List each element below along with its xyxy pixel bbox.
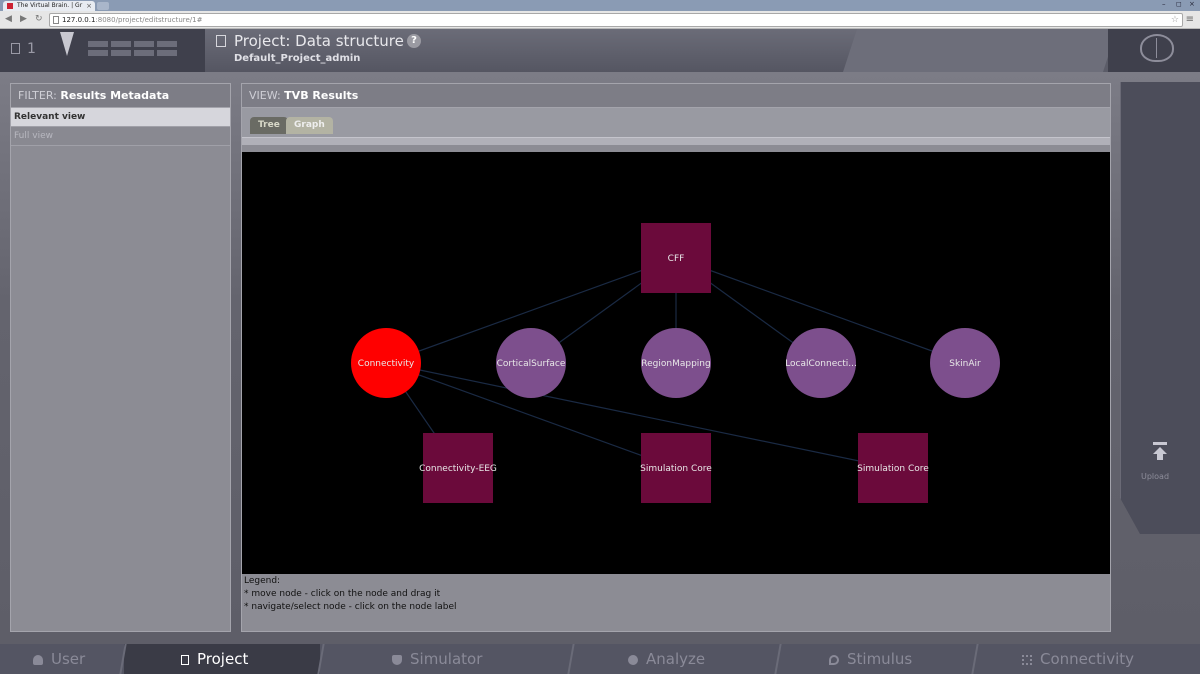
graph-edge [675, 257, 966, 364]
app-header: 1 Project: Data structure ? Default_Proj… [0, 29, 1200, 72]
project-icon [181, 655, 189, 665]
view-header: VIEW: TVB Results [242, 84, 1110, 108]
filter-title: Results Metadata [60, 89, 170, 102]
tab-graph[interactable]: Graph [286, 117, 333, 134]
bottom-nav: User Project Simulator Analyze Stimulus … [0, 644, 1200, 674]
page-icon [53, 16, 59, 24]
user-icon [33, 655, 43, 665]
project-doc-icon [216, 35, 226, 47]
browser-tab[interactable]: The Virtual Brain. | Gr × [3, 1, 95, 11]
back-icon[interactable]: ◀ [5, 14, 12, 24]
graph-node-label[interactable]: RegionMapping [641, 359, 710, 369]
minimize-icon[interactable]: – [1162, 0, 1166, 8]
browser-menu-icon[interactable]: ≡ [1185, 14, 1194, 25]
graph-node[interactable] [930, 328, 1000, 398]
graph-edge [385, 257, 677, 364]
graph-edge [385, 362, 894, 469]
simulator-icon [392, 655, 402, 665]
graph-node-label[interactable]: LocalConnecti... [785, 359, 857, 369]
nav-simulator-label: Simulator [410, 650, 483, 668]
filter-panel: FILTER: Results Metadata Relevant view F… [10, 83, 231, 632]
filter-label: FILTER: [18, 89, 57, 102]
url-path: :8080/project/editstructure/1# [95, 16, 203, 24]
graph-node-label[interactable]: Simulation Core [857, 464, 929, 474]
header-left-block: 1 [0, 29, 205, 72]
reload-icon[interactable]: ↻ [35, 14, 43, 24]
project-count: 1 [27, 41, 36, 57]
legend-line-navigate: * navigate/select node - click on the no… [244, 602, 457, 612]
address-bar[interactable]: 127.0.0.1:8080/project/editstructure/1# … [49, 13, 1183, 27]
graph-node-label[interactable]: CFF [668, 254, 685, 264]
filter-full-view[interactable]: Full view [11, 127, 230, 146]
connectivity-icon [1022, 655, 1032, 665]
graph-node[interactable] [351, 328, 421, 398]
maximize-icon[interactable]: ◻ [1176, 0, 1182, 8]
legend: Legend: * move node - click on the node … [244, 575, 1104, 614]
url-host: 127.0.0.1 [62, 16, 96, 24]
graph-node[interactable] [496, 328, 566, 398]
tab-underline [242, 137, 1110, 145]
nav-stimulus[interactable]: Stimulus [779, 644, 974, 674]
filter-relevant-view[interactable]: Relevant view [11, 108, 230, 127]
nav-simulator[interactable]: Simulator [322, 644, 570, 674]
tab-title: The Virtual Brain. | Gr [17, 2, 83, 9]
filter-header: FILTER: Results Metadata [11, 84, 230, 108]
header-spacer [843, 29, 1117, 72]
graph-node[interactable] [641, 328, 711, 398]
graph-node-label[interactable]: Connectivity-EEG [419, 464, 497, 474]
graph-canvas[interactable]: CFF Connectivity CorticalSurface RegionMapp… [242, 152, 1110, 574]
bookmark-star-icon[interactable]: ☆ [1170, 15, 1179, 25]
graph-node-label[interactable]: Connectivity [358, 359, 415, 369]
nav-project-label: Project [197, 650, 249, 668]
legend-title: Legend: [244, 576, 281, 586]
page-title: Project: Data structure [234, 32, 404, 50]
graph-node-label[interactable]: SkinAir [949, 359, 981, 369]
graph-node[interactable] [423, 433, 493, 503]
brain-logo-icon[interactable] [1140, 34, 1174, 62]
nav-stimulus-label: Stimulus [847, 650, 913, 668]
graph-node[interactable] [641, 433, 711, 503]
graph-node[interactable] [641, 223, 711, 293]
view-tabstrip: Tree Graph [242, 108, 1110, 138]
help-icon[interactable]: ? [407, 34, 421, 48]
document-icon [11, 43, 20, 54]
forward-icon[interactable]: ▶ [20, 14, 27, 24]
nav-analyze[interactable]: Analyze [572, 644, 777, 674]
analyze-gear-icon [628, 655, 638, 665]
browser-tabbar: The Virtual Brain. | Gr × – ◻ × [0, 0, 1200, 11]
nav-connectivity-label: Connectivity [1040, 650, 1134, 668]
new-tab-button[interactable] [97, 2, 109, 10]
graph-node-label[interactable]: CorticalSurface [497, 359, 566, 369]
tab-tree[interactable]: Tree [250, 117, 288, 134]
header-title-block: Project: Data structure ? Default_Projec… [205, 29, 860, 72]
view-label: VIEW: [249, 89, 281, 102]
upload-label[interactable]: Upload [1141, 472, 1170, 481]
tab-close-icon[interactable]: × [86, 2, 92, 10]
header-logo-block [1108, 29, 1200, 72]
graph-node-label[interactable]: Simulation Core [640, 464, 712, 474]
graph-node[interactable] [786, 328, 856, 398]
dropdown-arrow-icon[interactable] [60, 32, 74, 56]
nav-user[interactable]: User [0, 644, 122, 674]
browser-toolbar: ◀ ▶ ↻ 127.0.0.1:8080/project/editstructu… [0, 11, 1200, 29]
nav-project[interactable]: Project [124, 644, 320, 674]
stimulus-pin-icon [829, 655, 839, 665]
nav-user-label: User [51, 650, 86, 668]
graph-node[interactable] [858, 433, 928, 503]
right-side-panel: Upload [1120, 82, 1200, 534]
window-close-icon[interactable]: × [1189, 0, 1195, 8]
nav-analyze-label: Analyze [646, 650, 706, 668]
view-panel: VIEW: TVB Results Tree Graph CFF Connecti… [241, 83, 1111, 632]
view-title: TVB Results [284, 89, 359, 102]
upload-icon[interactable] [1153, 442, 1167, 460]
project-name: Default_Project_admin [234, 53, 361, 64]
nav-connectivity[interactable]: Connectivity [976, 644, 1200, 674]
legend-line-move: * move node - click on the node and drag… [244, 589, 441, 599]
graph-edge [385, 362, 677, 469]
tab-favicon-icon [7, 3, 13, 9]
